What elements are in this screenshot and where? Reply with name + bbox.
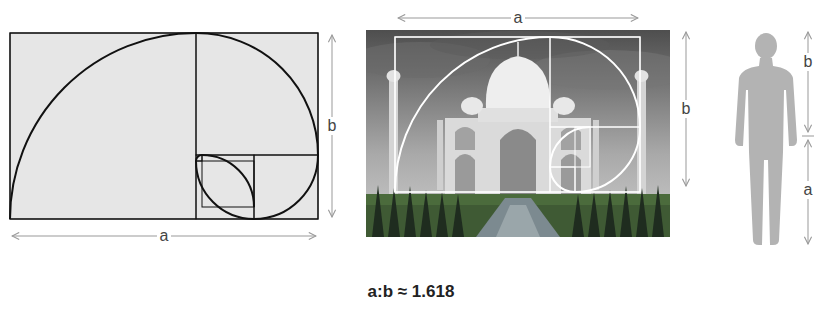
spiral-square <box>10 33 196 219</box>
spiral-curve <box>10 33 318 219</box>
upper-part-label: b <box>801 53 816 71</box>
height-label: b <box>325 117 340 135</box>
human-silhouette <box>735 33 797 245</box>
ratio-caption: a:b ≈ 1.618 <box>368 282 455 302</box>
overlay-spiral <box>395 37 640 192</box>
width-label: a <box>511 9 526 27</box>
spiral-square <box>196 33 318 155</box>
taj-mahal-picture <box>366 30 670 237</box>
spiral-square <box>575 127 640 192</box>
height-label: b <box>679 100 694 118</box>
golden-spiral <box>10 33 318 219</box>
spiral-curve <box>395 37 640 192</box>
lower-part-label: a <box>801 181 816 199</box>
spiral-square <box>254 155 318 219</box>
width-label: a <box>157 227 172 245</box>
overlay-rectangle <box>395 37 640 192</box>
dimension-arrows <box>12 18 814 244</box>
golden-rectangle <box>10 33 318 219</box>
spiral-square <box>550 37 640 127</box>
spiral-square <box>395 37 550 192</box>
